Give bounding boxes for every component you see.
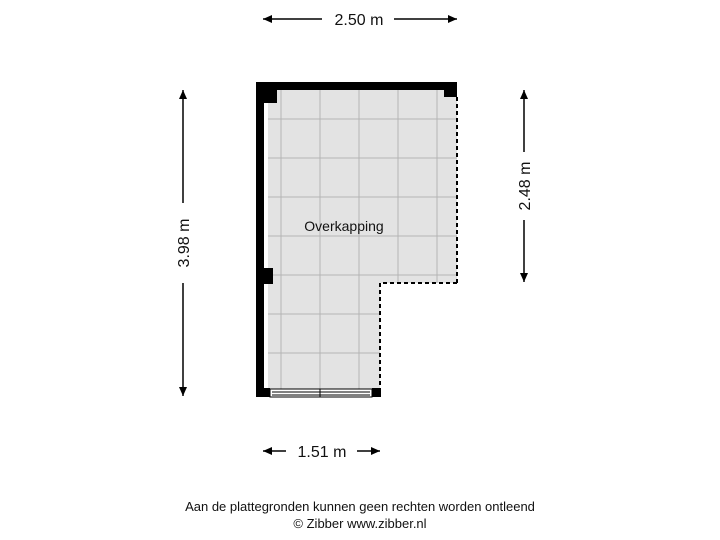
dimension-left: 3.98 m (176, 90, 193, 396)
dimension-bottom: 1.51 m (263, 444, 380, 461)
dimension-right: 2.48 m (517, 90, 534, 282)
arrow-up-icon (520, 90, 528, 99)
dimension-label-left: 3.98 m (176, 219, 193, 268)
bottom-sliding-doors (269, 388, 373, 398)
arrow-down-icon (520, 273, 528, 282)
dimension-label-bottom: 1.51 m (298, 444, 347, 461)
left-wall (256, 82, 264, 397)
column-bottom-right (372, 388, 381, 397)
footer-disclaimer: Aan de plattegronden kunnen geen rechten… (185, 499, 535, 514)
column-top-left (256, 82, 277, 103)
top-wall (256, 82, 457, 90)
room-floor (268, 90, 457, 390)
arrow-up-icon (179, 90, 187, 99)
arrow-down-icon (179, 387, 187, 396)
dimension-label-right: 2.48 m (517, 162, 534, 211)
dimension-label-top: 2.50 m (335, 12, 384, 29)
room-label: Overkapping (304, 218, 383, 234)
arrow-right-icon (448, 15, 457, 23)
arrow-left-icon (263, 15, 272, 23)
arrow-left-icon (263, 447, 272, 455)
dimension-top: 2.50 m (263, 12, 457, 29)
column-mid-left (256, 268, 273, 284)
open-sides (379, 97, 458, 388)
arrow-right-icon (371, 447, 380, 455)
walls (256, 82, 457, 397)
column-bottom-left (256, 388, 270, 397)
footer-copyright: © Zibber www.zibber.nl (293, 516, 427, 531)
column-top-right (444, 82, 457, 97)
floor-tile-grid (268, 90, 457, 390)
